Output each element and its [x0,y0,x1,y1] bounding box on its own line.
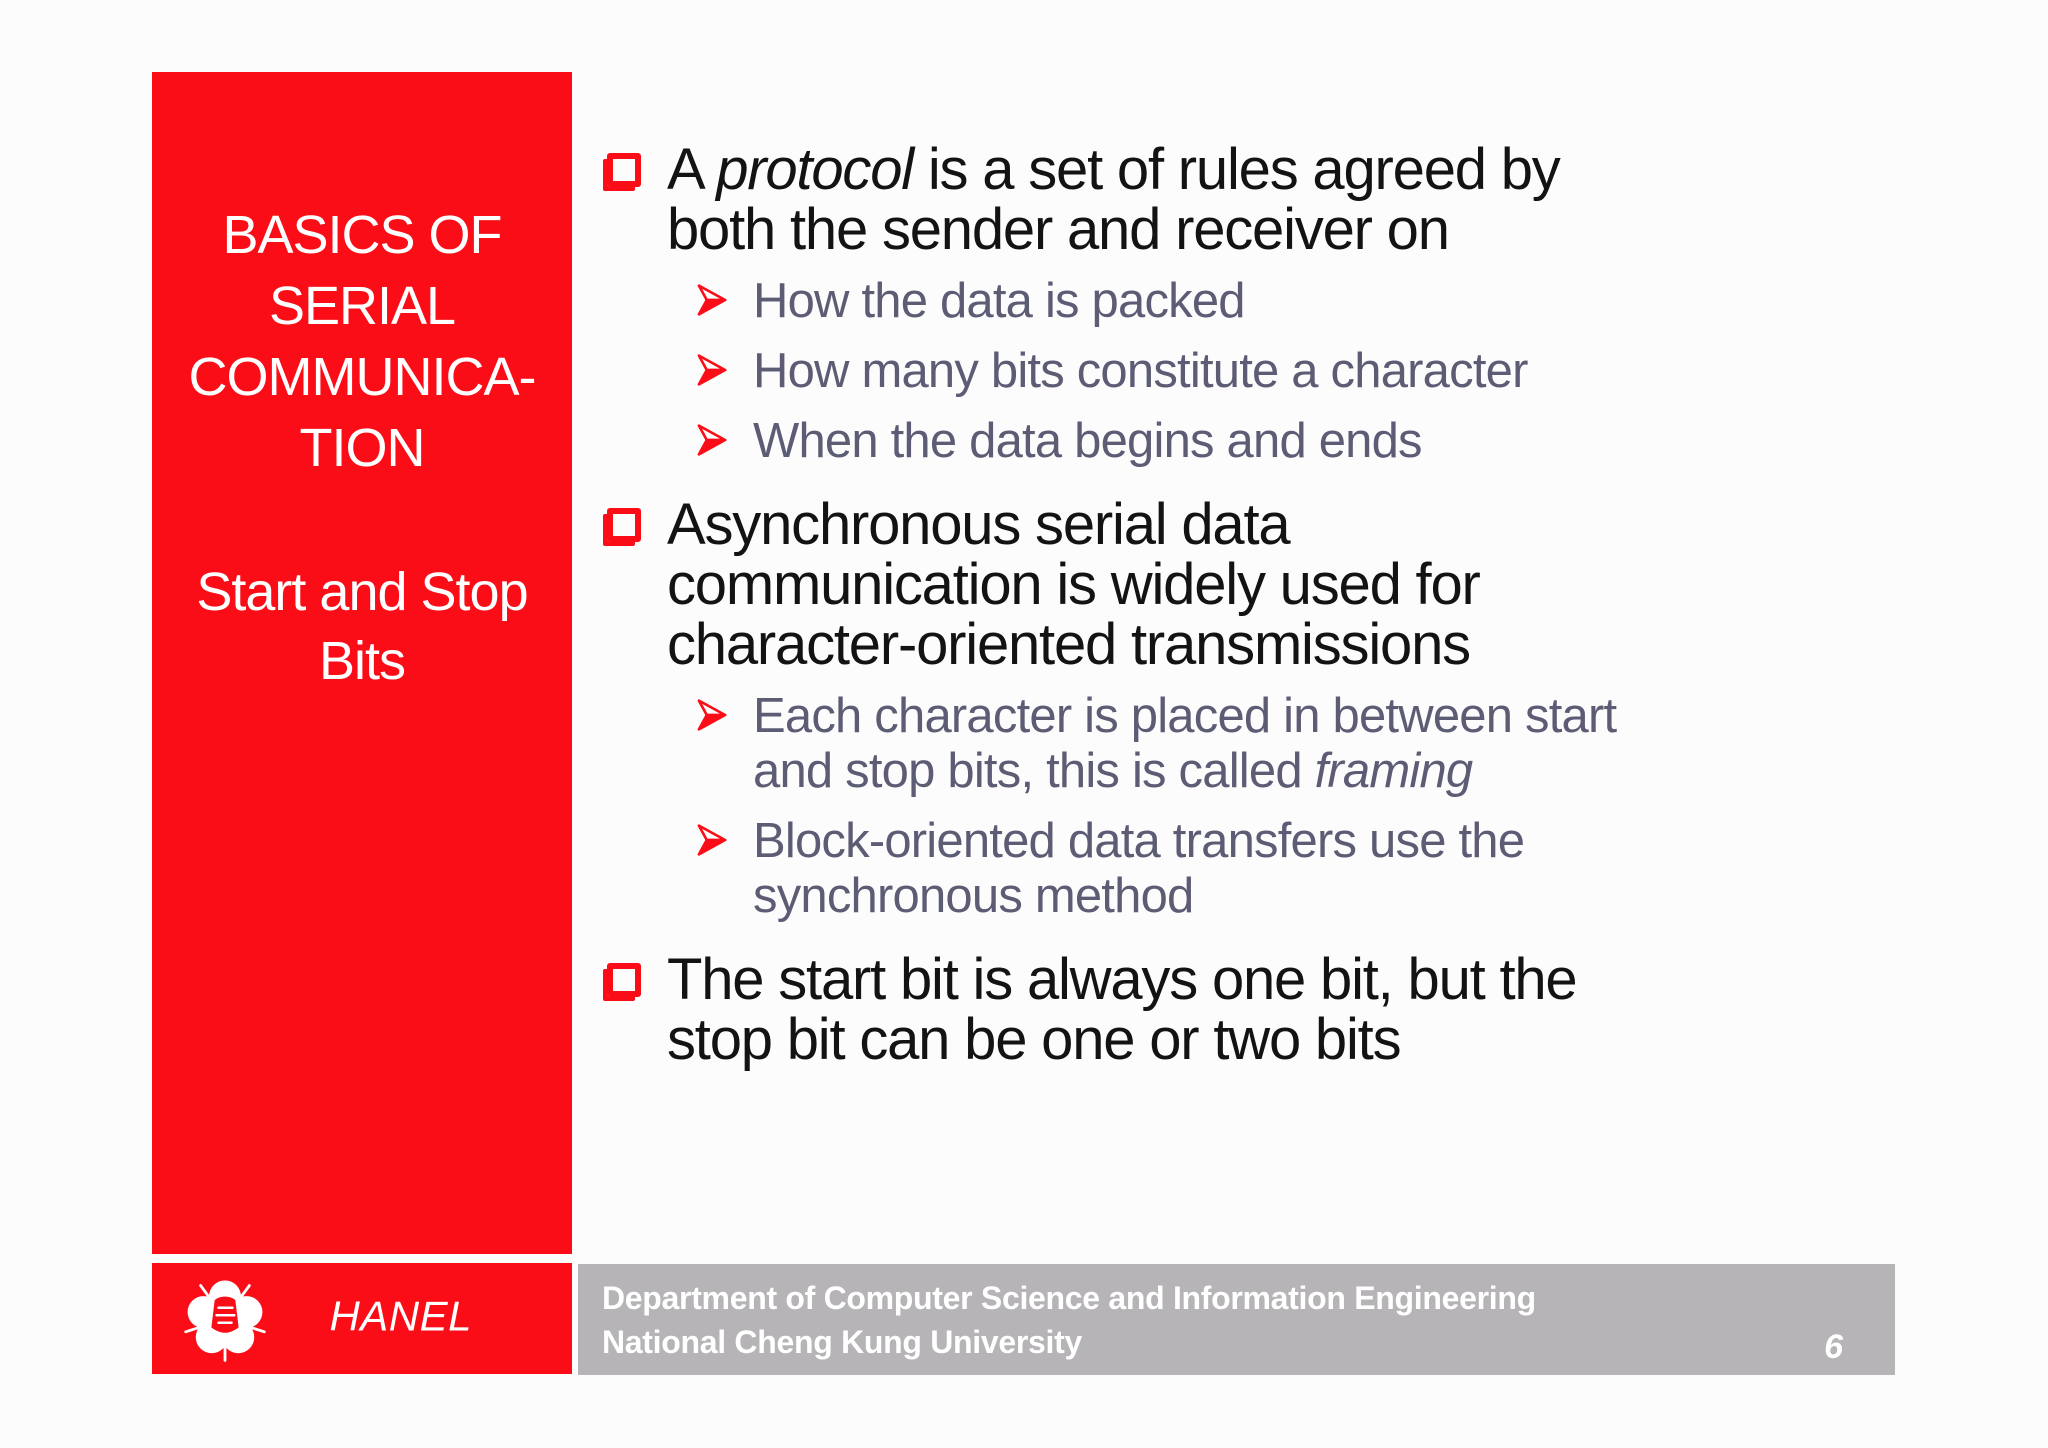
arrowhead-bullet-icon [695,696,729,734]
text-line: and stop bits, this is called framing [753,744,1473,798]
subtitle-line: Bits [318,631,406,691]
square-bullet-icon [607,153,641,187]
footer-department-line: Department of Computer Science and Infor… [602,1280,1536,1316]
text-line: How many bits constitute a character [753,344,1528,398]
arrowhead-bullet-icon [695,351,729,389]
section-title-line: TION [299,418,426,478]
text-line: character-oriented transmissions [667,612,1471,677]
text-line: Each character is placed in between star… [753,689,1617,743]
text-line: communication is widely used for [667,552,1481,617]
sub-bullet-item: How many bits constitute a character [605,344,1875,399]
section-title-line: COMMUNICA- [188,347,537,407]
text-line: both the sender and receiver on [667,197,1450,262]
section-title-line: SERIAL [268,276,456,336]
square-bullet-icon [607,963,641,997]
footer-bar: Department of Computer Science and Infor… [578,1264,1895,1375]
text-line: synchronous method [753,869,1194,923]
text-line: A protocol is a set of rules agreed by [667,137,1561,202]
footer-university-line: National Cheng Kung University [602,1324,1082,1360]
arrowhead-bullet-icon [695,421,729,459]
sub-bullet-item: Each character is placed in between star… [605,689,1875,799]
footer-logo-box: HANEL [152,1263,572,1374]
arrowhead-bullet-icon [695,821,729,859]
sub-bullet-item: How the data is packed [605,274,1875,329]
slide-subtitle: Start and Stop Bits [152,558,572,696]
brand-label: HANEL [329,1292,472,1340]
sub-bullet-list: Each character is placed in between star… [605,689,1875,924]
bullet-text: The start bit is always one bit, but the… [667,947,1578,1072]
ncku-plum-blossom-logo [184,1280,266,1362]
arrowhead-bullet-icon [695,281,729,319]
sub-bullet-text: How the data is packed [753,274,1246,329]
footer-department: Department of Computer Science and Infor… [602,1276,1536,1364]
text-line: Block-oriented data transfers use the [753,814,1525,868]
square-bullet-icon [607,508,641,542]
slide-section-title: BASICS OF SERIAL COMMUNICA- TION [152,200,572,484]
text-line: The start bit is always one bit, but the [667,947,1578,1012]
bullet-item: The start bit is always one bit, but the… [605,950,1875,1070]
sidebar: BASICS OF SERIAL COMMUNICA- TION Start a… [152,72,572,1254]
sub-bullet-item: When the data begins and ends [605,414,1875,469]
text-line: How the data is packed [753,274,1246,328]
section-title-line: BASICS OF [222,205,502,265]
sub-bullet-text: Each character is placed in between star… [753,689,1617,799]
text-line: Asynchronous serial data [667,492,1291,557]
page-number: 6 [1824,1328,1843,1366]
sub-bullet-text: How many bits constitute a character [753,344,1528,399]
text-line: stop bit can be one or two bits [667,1007,1402,1072]
subtitle-line: Start and Stop [196,562,528,622]
text-line: When the data begins and ends [753,414,1423,468]
sub-bullet-text: When the data begins and ends [753,414,1423,469]
